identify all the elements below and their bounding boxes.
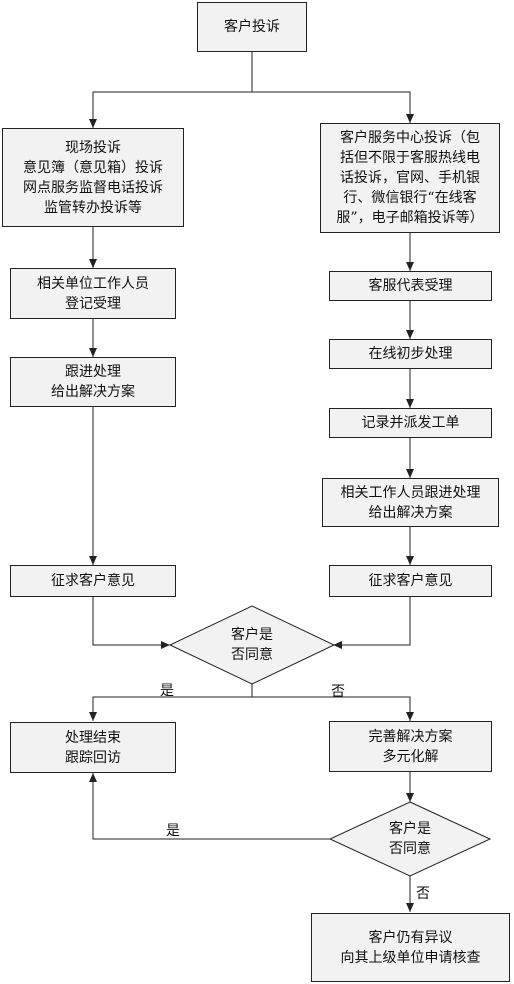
escalate-line: 向其上级单位申请核查 [340, 949, 481, 966]
decision2-no-label: 否 [416, 886, 430, 902]
right-feedback-box: 征求客户意见 [329, 565, 492, 597]
decision2-line: 否同意 [389, 841, 431, 857]
left-channel-box: 现场投诉 意见簿（意见箱）投诉 网点服务监督电话投诉 监管转办投诉等 [2, 128, 184, 227]
start-box: 客户投诉 [197, 2, 307, 52]
close-line: 跟踪回访 [65, 749, 121, 766]
improve-line: 完善解决方案 [368, 728, 453, 745]
left-register-line: 登记受理 [65, 295, 121, 312]
left-feedback-box: 征求客户意见 [10, 565, 176, 597]
left-feedback-label: 征求客户意见 [51, 573, 135, 589]
left-register-line: 相关单位工作人员 [37, 275, 149, 292]
escalate-line: 客户仍有异议 [368, 929, 453, 946]
right-handle-box: 相关工作人员跟进处理 给出解决方案 [322, 478, 499, 527]
left-channel-line: 意见簿（意见箱）投诉 [23, 159, 163, 176]
right-channel-line: 客户服务中心投诉（包 [340, 130, 480, 146]
right-online-box: 在线初步处理 [329, 339, 492, 369]
decision1-line: 否同意 [231, 647, 273, 663]
decision1-diamond [168, 605, 336, 685]
left-handle-box: 跟进处理 给出解决方案 [10, 357, 176, 407]
left-channel-line: 网点服务监督电话投诉 [23, 179, 163, 196]
decision1-line: 客户是 [231, 627, 273, 643]
right-channel-line: 括但不限于客服热线电 [340, 150, 480, 166]
left-handle-line: 给出解决方案 [51, 384, 135, 400]
right-handle-line: 给出解决方案 [368, 504, 453, 521]
arrow-decision1-no [252, 696, 414, 721]
right-channel-line: 服”，电子邮箱投诉等） [336, 210, 484, 226]
arrow-decision1-yes [89, 683, 253, 721]
right-channel-line: 话投诉，官网、手机银 [340, 170, 480, 186]
left-channel-line: 监管转办投诉等 [44, 199, 142, 216]
decision2-yes-label: 是 [166, 823, 180, 839]
arrow-start-to-right [252, 91, 414, 123]
left-register-box: 相关单位工作人员 登记受理 [10, 268, 176, 319]
left-handle-line: 跟进处理 [65, 364, 121, 380]
right-accept-box: 客服代表受理 [329, 271, 492, 301]
arrow-right-to-decision [333, 597, 411, 649]
arrow-decision2-yes [89, 773, 330, 840]
start-label: 客户投诉 [224, 19, 280, 35]
decision1-yes-label: 是 [160, 683, 174, 699]
right-handle-line: 相关工作人员跟进处理 [340, 484, 481, 501]
right-dispatch-box: 记录并派发工单 [329, 408, 492, 438]
decision2-diamond [328, 801, 492, 877]
right-feedback-label: 征求客户意见 [368, 573, 453, 589]
improve-line: 多元化解 [382, 748, 439, 765]
right-online-label: 在线初步处理 [368, 346, 453, 362]
decision1-text: 客户是 否同意 [202, 625, 302, 665]
right-dispatch-label: 记录并派发工单 [361, 415, 460, 431]
close-line: 处理结束 [65, 729, 121, 746]
arrow-left-to-decision [92, 597, 170, 649]
decision1-no-label: 否 [331, 684, 345, 700]
right-accept-label: 客服代表受理 [368, 278, 453, 294]
decision2-line: 客户是 [389, 821, 431, 837]
right-channel-line: 行、微信银行“在线客 [343, 190, 477, 206]
improve-box: 完善解决方案 多元化解 [329, 721, 492, 772]
right-channel-box: 客户服务中心投诉（包 括但不限于客服热线电 话投诉，官网、手机银 行、微信银行“… [320, 123, 500, 233]
left-channel-line: 现场投诉 [65, 139, 121, 156]
close-box: 处理结束 跟踪回访 [10, 722, 176, 773]
escalate-box: 客户仍有异议 向其上级单位申请核查 [311, 913, 510, 982]
decision2-text: 客户是 否同意 [360, 819, 460, 859]
arrow-start-to-left [89, 52, 253, 128]
